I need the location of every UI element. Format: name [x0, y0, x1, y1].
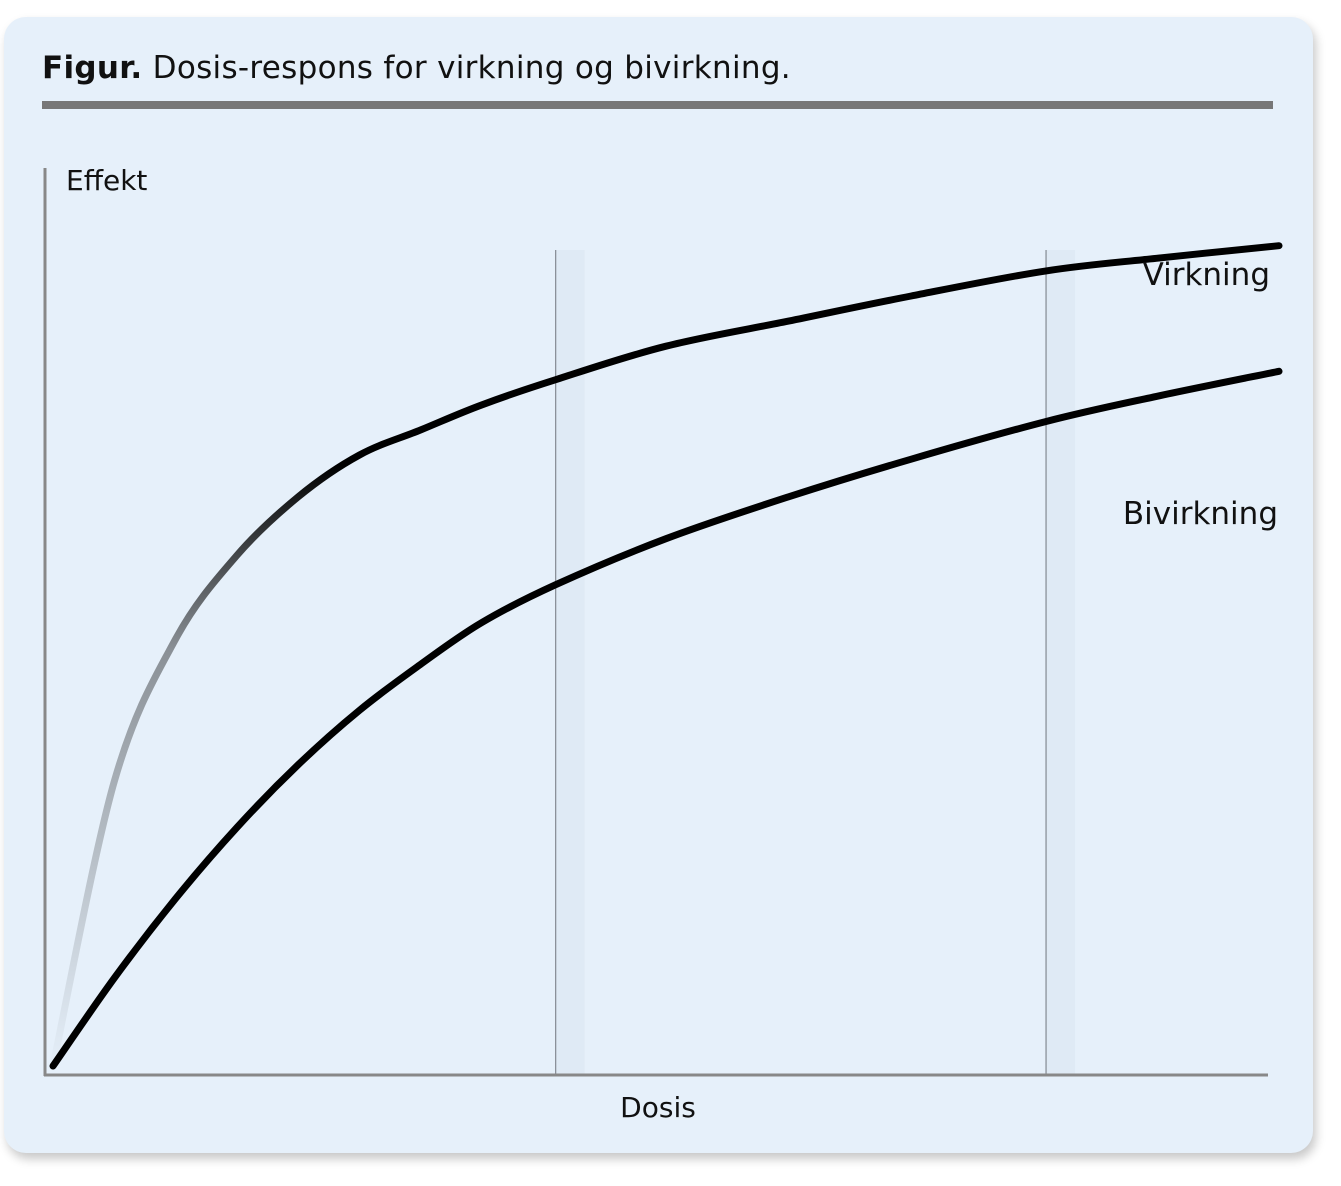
- reference-line-shade-1: [556, 250, 585, 1074]
- figure-title: Figur. Dosis-respons for virkning og biv…: [42, 50, 791, 86]
- axes: [43, 168, 1268, 1077]
- reference-line-shade-2: [1047, 250, 1076, 1074]
- series-layer: [49, 242, 1283, 1070]
- figure-card: [4, 17, 1313, 1153]
- x-axis-label: Dosis: [620, 1091, 696, 1124]
- series-line-bivirkning: [49, 367, 1283, 1070]
- figure-label: Figur.: [42, 50, 143, 86]
- series-line-virkning: [49, 242, 1283, 1070]
- series-label-bivirkning: Bivirkning: [1123, 496, 1278, 532]
- figure-title-text: Dosis-respons for virkning og bivirkning…: [152, 50, 791, 86]
- series-label-virkning: Virkning: [1143, 257, 1270, 293]
- y-axis-label: Effekt: [66, 164, 147, 197]
- reference-lines: [555, 250, 1076, 1074]
- title-divider: [42, 101, 1273, 109]
